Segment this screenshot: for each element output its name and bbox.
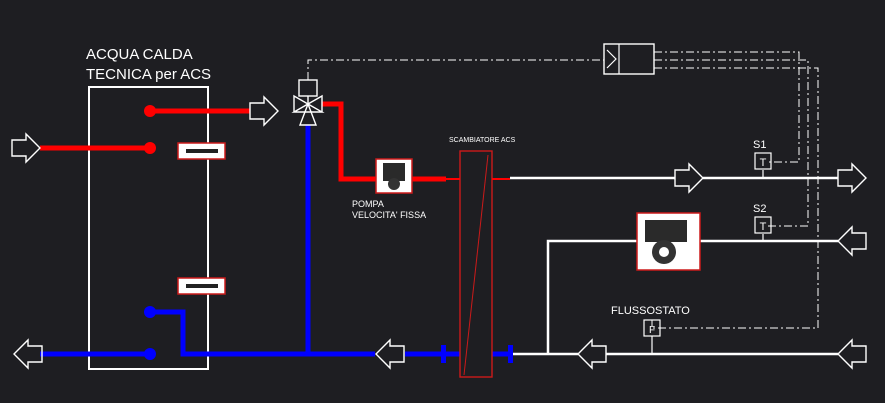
sensor2-letter: T xyxy=(760,221,767,233)
storage-tank xyxy=(88,86,209,370)
control-wiring xyxy=(307,51,819,329)
pump-label-line2: VELOCITA' FISSA xyxy=(352,210,426,220)
tank-title-line2: TECNICA per ACS xyxy=(86,66,211,83)
valve-icon xyxy=(291,79,325,126)
temperature-sensor-s2 xyxy=(754,216,772,234)
flow-arrow-icon xyxy=(577,339,607,369)
flow-switch-label: FLUSSOSTATO xyxy=(611,305,690,317)
cold-pipes xyxy=(40,125,460,357)
immersion-heater-icon xyxy=(177,142,226,160)
heat-exchanger xyxy=(446,150,510,378)
flange xyxy=(441,345,446,363)
flow-arrow-icon xyxy=(837,339,867,369)
sensor1-letter: T xyxy=(760,157,767,169)
flow-arrow-icon xyxy=(674,163,704,193)
flow-arrow-icon xyxy=(837,226,867,256)
immersion-heater-icon xyxy=(177,277,226,295)
flow-switch-letter: F xyxy=(649,325,655,336)
cold-inlet-connection xyxy=(144,306,156,318)
flow-arrow-icon xyxy=(249,96,279,126)
hot-pipes xyxy=(40,101,446,182)
tank-title-line1: ACQUA CALDA xyxy=(86,46,193,63)
pump-label-line1: POMPA xyxy=(352,199,384,209)
sensor2-label: S2 xyxy=(753,203,766,215)
pump-icon xyxy=(375,158,413,194)
flow-arrow-icon xyxy=(837,163,867,193)
pump-icon xyxy=(636,212,701,271)
flow-arrow-icon xyxy=(13,339,43,369)
temperature-sensor-s1 xyxy=(754,152,772,170)
hot-outlet-connection xyxy=(144,105,156,117)
flow-arrow-icon xyxy=(11,133,41,163)
sensor1-label: S1 xyxy=(753,139,766,151)
hot-inlet-connection xyxy=(144,142,156,154)
flange xyxy=(508,345,513,363)
flow-switch xyxy=(643,319,661,337)
cold-outlet-connection xyxy=(144,348,156,360)
flow-arrow-icon xyxy=(375,339,405,369)
controller-icon xyxy=(603,43,655,75)
exchanger-label: SCAMBIATORE ACS xyxy=(449,137,516,144)
secondary-pipes xyxy=(510,176,838,356)
